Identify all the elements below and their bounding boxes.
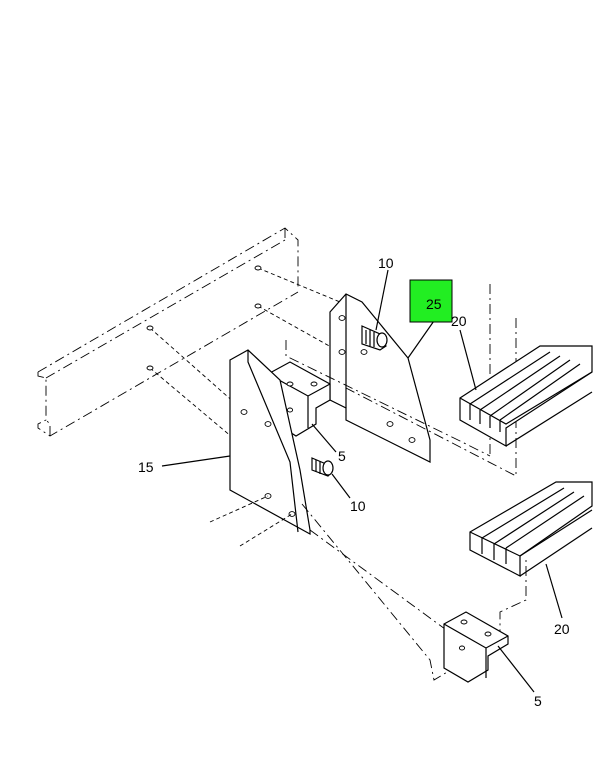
callout-10-top[interactable]: 10 — [378, 255, 394, 271]
front-gusset-plate — [209, 349, 311, 547]
callout-25[interactable]: 25 — [426, 296, 442, 312]
callout-20-top[interactable]: 20 — [451, 313, 467, 329]
frame-rail — [37, 227, 299, 437]
callout-10-mid[interactable]: 10 — [350, 498, 366, 514]
callout-20-bottom[interactable]: 20 — [554, 621, 570, 637]
spacer-block-bottom — [443, 611, 509, 683]
callout-15[interactable]: 15 — [138, 459, 154, 475]
rear-bracket — [329, 293, 431, 463]
bolt-centerlines — [146, 265, 341, 449]
callout-5-mid[interactable]: 5 — [338, 448, 346, 464]
bolt-mid — [311, 457, 334, 477]
highlight-box-25 — [409, 279, 453, 323]
assembly-paths — [285, 284, 527, 681]
step-section-bottom — [469, 481, 593, 577]
callout-5-bottom[interactable]: 5 — [534, 693, 542, 709]
bolt-top — [361, 325, 388, 351]
leader-lines — [161, 269, 563, 693]
step-section-top — [459, 345, 593, 448]
